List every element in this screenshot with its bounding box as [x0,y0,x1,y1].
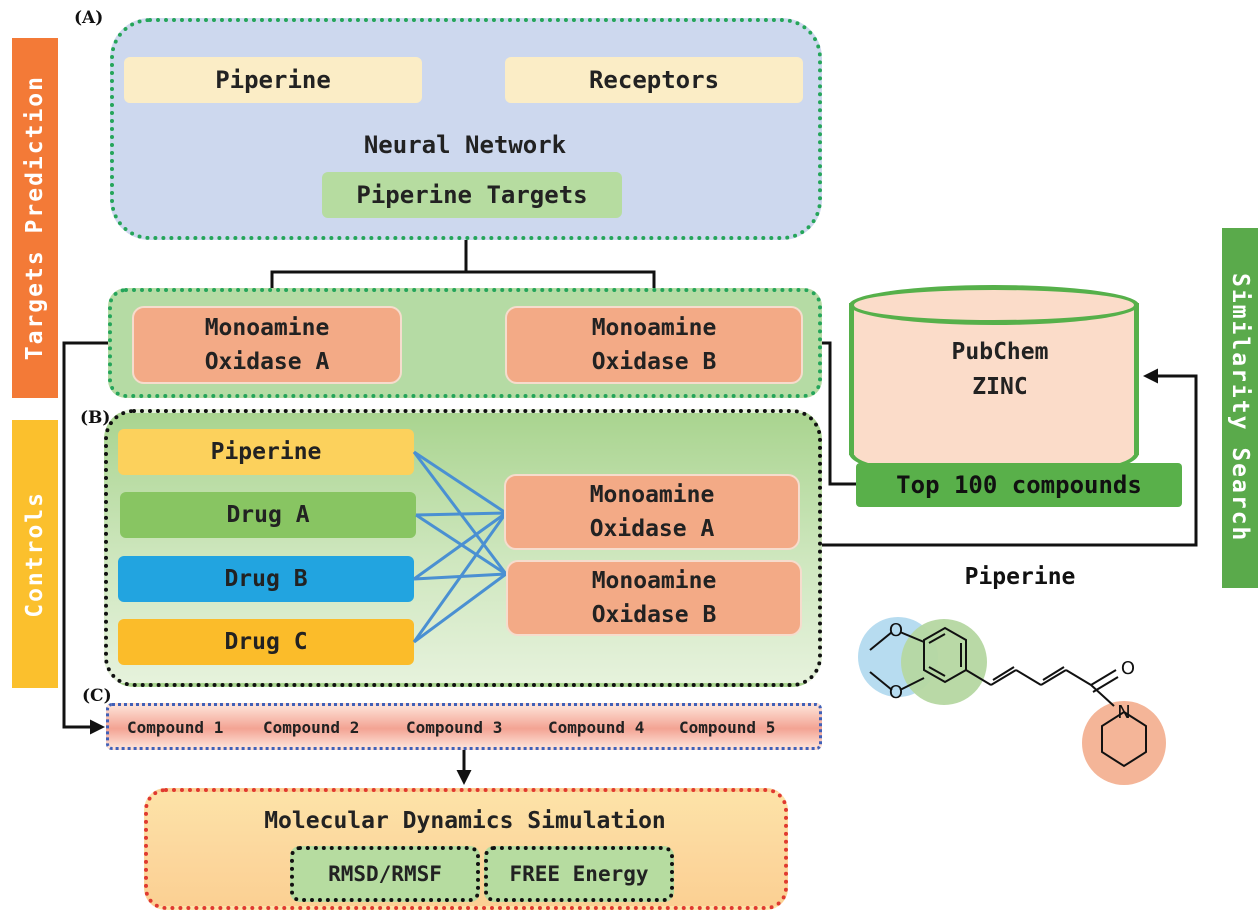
structure-title: Piperine [964,564,1076,590]
drug-b-to-mao-a-line [413,511,507,581]
panel-b-mao-a-line1: Monoamine [589,482,715,508]
panel-a-neural-network [110,18,822,240]
compound-1: Compound 1 [127,718,224,737]
benzene-ring-highlight [901,619,987,705]
oxygen-atom-1: O [889,620,903,641]
compound-2: Compound 2 [263,718,360,737]
controls-bar: Controls [12,420,58,688]
piperine-structure: O O O N [858,617,1166,785]
receptors-box: Receptors [505,57,803,103]
drug-c-box: Drug C [118,619,414,665]
panel-b-mao-a-line2: Oxidase A [589,516,715,542]
compound-4: Compound 4 [548,718,645,737]
mao-b-line2: Oxidase B [591,349,717,375]
rmsd-rmsf-box: RMSD/RMSF [290,846,480,902]
drug-b-box: Drug B [118,556,414,602]
oxygen-atom-3: O [1121,658,1135,679]
mao-b-line1: Monoamine [591,315,717,341]
drug-c-to-mao-b-line [413,572,507,644]
database-name-1: PubChem [951,339,1049,365]
panel-b-mao-a-box: Monoamine Oxidase A [504,474,800,550]
drug-piperine-box: Piperine [118,429,414,475]
drug-a-to-mao-a-line [415,511,507,517]
compounds-row [106,703,822,750]
free-energy-box: FREE Energy [484,846,674,902]
panel-label-a: (A) [74,8,104,28]
mao-b-target-box: Monoamine Oxidase B [505,306,803,384]
drug-c-to-mao-a-line [412,512,508,643]
panel-label-b: (B) [80,408,111,428]
mao-a-line2: Oxidase A [204,349,330,375]
compound-3: Compound 3 [406,718,503,737]
piperine-targets-box: Piperine Targets [322,172,622,218]
md-title: Molecular Dynamics Simulation [264,808,666,834]
database-name-2: ZINC [972,374,1028,400]
panel-b-mao-b-line1: Monoamine [591,568,717,594]
panel-b-mao-b-line2: Oxidase B [591,602,717,628]
panel-b-to-db-arrow [822,368,1198,547]
similarity-search-bar: Similarity Search [1222,228,1258,588]
piperine-to-mao-a-line [413,450,507,515]
mao-a-line1: Monoamine [204,315,330,341]
nitrogen-atom: N [1117,702,1130,723]
panel-label-c: (C) [82,686,112,706]
database-cylinder-fill [854,380,1134,454]
mao-a-target-box: Monoamine Oxidase A [132,306,402,384]
compound-5: Compound 5 [679,718,776,737]
piperidine-highlight [1082,701,1166,785]
top-100-compounds-box: Top 100 compounds [856,463,1182,507]
drug-a-box: Drug A [120,492,416,538]
mao-to-compounds-arrow [62,341,132,735]
oxygen-atom-2: O [889,682,903,703]
panel-b-mao-b-box: Monoamine Oxidase B [506,560,802,636]
similarity-search-label: Similarity Search [1227,273,1253,543]
neural-network-label: Neural Network [363,131,567,159]
targets-prediction-bar: Targets Prediction [12,38,58,398]
database-cylinder-top [849,285,1139,325]
piperine-box: Piperine [124,57,422,103]
